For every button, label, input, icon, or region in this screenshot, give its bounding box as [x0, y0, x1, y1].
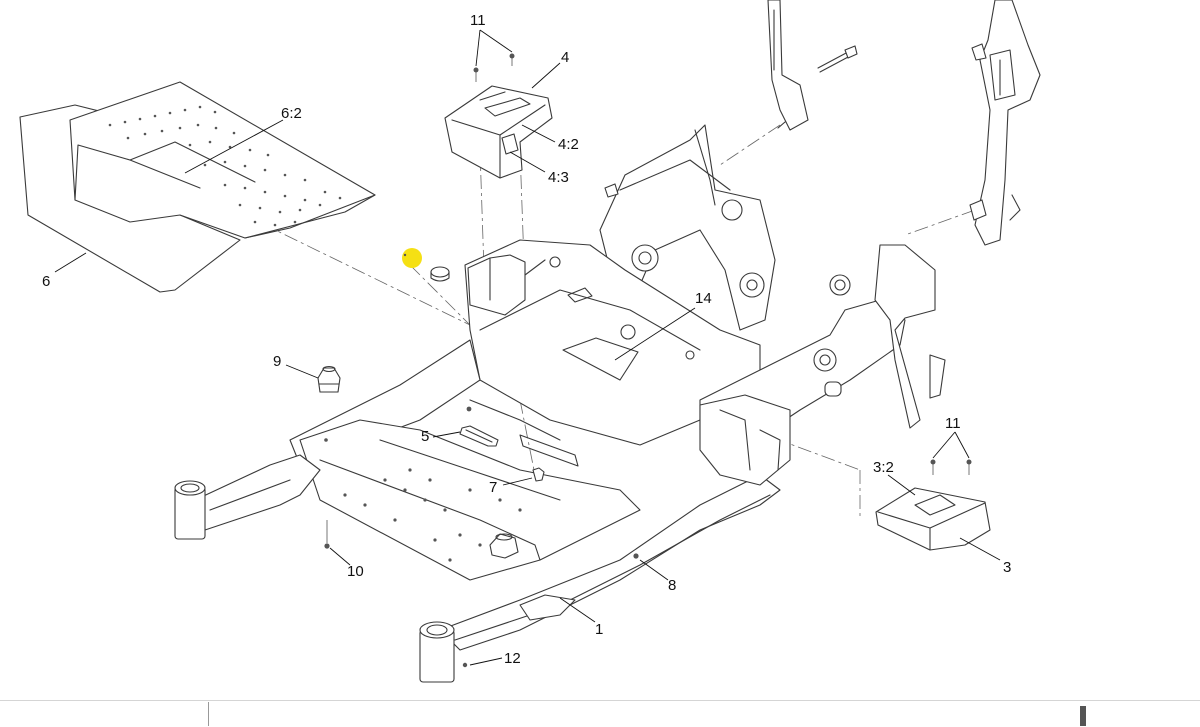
leader-lines	[54, 29, 1001, 666]
callout-3-2: 3:2	[873, 459, 894, 476]
seat-pan-holes	[108, 105, 342, 227]
callout-labels: 1 3 3:2 4 4:2 4:3 5 6 6:2 7 8 9 10 11 11…	[42, 12, 1011, 667]
highlight-marker	[402, 248, 422, 268]
callout-11-right: 11	[945, 415, 961, 432]
plate-holes	[343, 468, 522, 562]
main-frame-part-1	[174, 239, 946, 683]
callout-12: 12	[504, 650, 521, 667]
callout-7: 7	[489, 479, 497, 496]
callout-14: 14	[695, 290, 712, 307]
callout-8: 8	[668, 577, 676, 594]
callout-6-2: 6:2	[281, 105, 302, 122]
cover-bracket-part-4	[444, 85, 553, 179]
rear-frame	[599, 0, 1041, 331]
callout-4-2: 4:2	[558, 136, 579, 153]
bottom-toolbar	[0, 700, 1200, 727]
seat-pan-part-6	[19, 81, 376, 293]
scrollbar-handle[interactable]	[1080, 706, 1086, 726]
callout-1: 1	[595, 621, 603, 638]
hardware	[317, 53, 972, 668]
callout-11-top: 11	[470, 12, 486, 29]
callout-6: 6	[42, 273, 50, 290]
toolbar-divider	[208, 702, 209, 726]
pin-part-7	[532, 467, 545, 482]
cover-part-3	[875, 487, 991, 551]
callout-4-3: 4:3	[548, 169, 569, 186]
callout-4: 4	[561, 49, 569, 66]
callout-10: 10	[347, 563, 364, 580]
callout-5: 5	[421, 428, 429, 445]
callout-3: 3	[1003, 559, 1011, 576]
callout-9: 9	[273, 353, 281, 370]
